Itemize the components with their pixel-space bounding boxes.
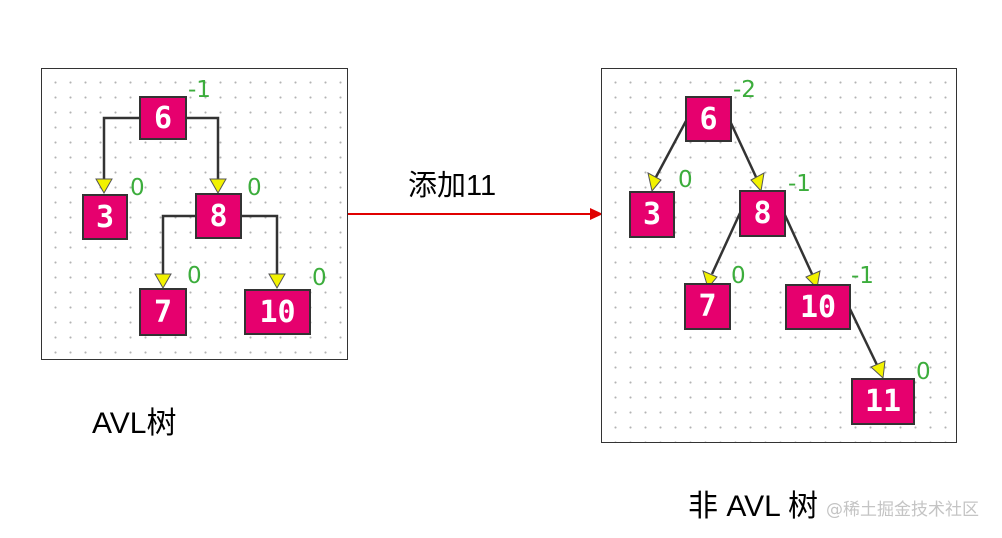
node-label: 7 bbox=[698, 289, 717, 324]
balance-factor: 0 bbox=[916, 359, 931, 385]
balance-factor: -2 bbox=[733, 77, 756, 103]
balance-factor: -1 bbox=[188, 77, 211, 103]
avl-tree-caption: AVL树 bbox=[92, 407, 177, 440]
node-label: 3 bbox=[642, 197, 662, 232]
node-label: 6 bbox=[153, 100, 173, 136]
tree-node: 11 bbox=[851, 378, 915, 425]
balance-factor: 0 bbox=[312, 265, 327, 291]
arrowhead-8-10 bbox=[268, 273, 286, 290]
edge-8-10 bbox=[782, 212, 814, 275]
arrowhead-8-7 bbox=[702, 270, 718, 290]
tree-node: 3 bbox=[629, 191, 675, 238]
operation-label: 添加11 bbox=[408, 170, 497, 202]
arrowhead-6-8 bbox=[750, 172, 765, 193]
arrowhead-6-8 bbox=[209, 178, 227, 195]
non-avl-tree-edges bbox=[647, 120, 886, 380]
watermark-text: @稀土掘金技术社区 bbox=[826, 500, 979, 520]
non-avl-tree-caption: 非 AVL 树 bbox=[688, 490, 819, 523]
edge-8-10 bbox=[242, 214, 279, 274]
arrowhead-8-10 bbox=[805, 270, 821, 290]
balance-factor: 0 bbox=[678, 167, 693, 193]
avl-tree-panel: 6 3 8 7 10 -1 0 0 0 0 bbox=[41, 68, 348, 360]
node-label: 10 bbox=[799, 289, 837, 325]
node-label: 11 bbox=[864, 384, 902, 419]
node-label: 7 bbox=[153, 294, 173, 330]
arrowhead-10-11 bbox=[870, 360, 886, 380]
tree-node: 3 bbox=[82, 194, 128, 240]
balance-factor: -1 bbox=[851, 263, 874, 289]
node-label: 8 bbox=[753, 196, 772, 231]
edge-8-7 bbox=[161, 214, 195, 274]
edge-6-3 bbox=[654, 120, 688, 178]
edge-6-8 bbox=[187, 116, 220, 179]
non-avl-tree-panel: 6 3 8 7 10 11 -2 0 -1 0 -1 0 bbox=[601, 68, 957, 443]
balance-factor: 0 bbox=[247, 175, 262, 201]
tree-node: 6 bbox=[685, 96, 732, 142]
balance-factor: 0 bbox=[731, 263, 746, 289]
balance-factor: -1 bbox=[788, 171, 811, 197]
arrowhead-6-3 bbox=[95, 178, 113, 195]
tree-node: 10 bbox=[785, 284, 851, 330]
tree-node: 10 bbox=[244, 289, 311, 335]
tree-node: 8 bbox=[195, 193, 242, 239]
balance-factor: 0 bbox=[187, 263, 202, 289]
edge-10-11 bbox=[848, 308, 879, 366]
node-label: 6 bbox=[699, 101, 718, 137]
node-label: 10 bbox=[259, 294, 296, 330]
tree-node: 6 bbox=[139, 96, 187, 140]
node-label: 8 bbox=[209, 198, 228, 234]
edge-6-3 bbox=[102, 116, 139, 179]
tree-node: 8 bbox=[739, 190, 786, 237]
tree-node: 7 bbox=[139, 288, 187, 336]
balance-factor: 0 bbox=[130, 175, 145, 201]
arrowhead-8-7 bbox=[154, 273, 172, 290]
arrowhead-6-3 bbox=[647, 172, 662, 193]
tree-node: 7 bbox=[684, 283, 731, 330]
edge-8-7 bbox=[710, 212, 742, 275]
avl-tree-edges bbox=[95, 116, 286, 290]
edge-6-8 bbox=[728, 120, 758, 178]
node-label: 3 bbox=[95, 199, 115, 235]
